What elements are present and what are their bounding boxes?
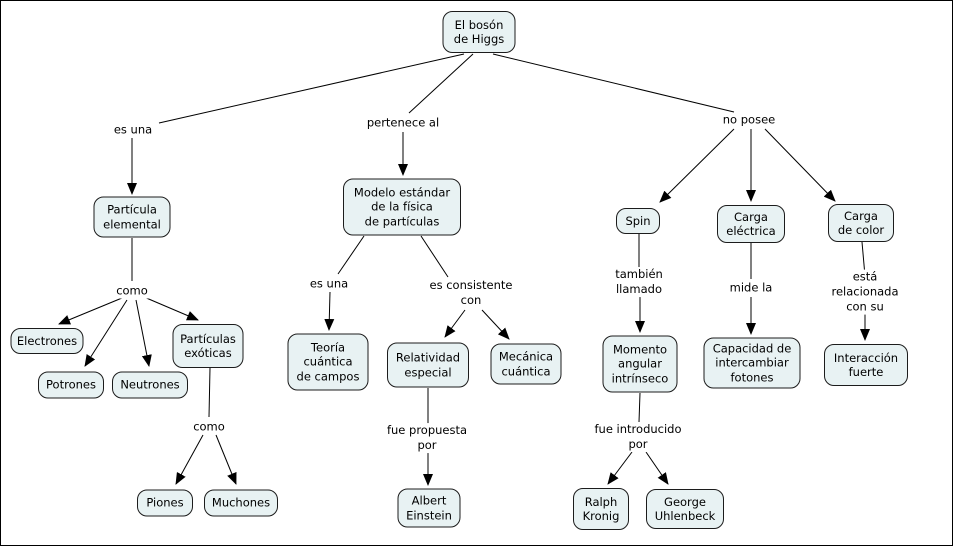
node-electrones[interactable]: Electrones xyxy=(10,328,84,354)
node-relatividad-especial[interactable]: Relatividad especial xyxy=(387,342,469,388)
arrow-introducido-kronig xyxy=(607,451,633,485)
arrow-noposee-cargac xyxy=(764,128,836,202)
node-spin[interactable]: Spin xyxy=(616,208,660,234)
connector-higgs-esuna xyxy=(158,53,465,124)
arrow-esuna-teoria xyxy=(324,291,335,331)
node-teoria-cuantica-de-campos[interactable]: Teoría cuántica de campos xyxy=(287,333,369,391)
connector-higgs-pertenece xyxy=(408,53,474,114)
node-neutrones[interactable]: Neutrones xyxy=(112,371,188,399)
node-muchones[interactable]: Muchones xyxy=(204,489,278,517)
node-piones[interactable]: Piones xyxy=(137,489,193,517)
node-ralph-kronig[interactable]: Ralph Kronig xyxy=(573,488,629,530)
node-momento-angular-intrinseco[interactable]: Momento angular intrínseco xyxy=(602,335,678,393)
linking-phrase-es-consistente-con[interactable]: es consistente con xyxy=(426,278,516,308)
node-interaccion-fuerte[interactable]: Interacción fuerte xyxy=(824,344,908,386)
arrow-introducido-uhlenbeck xyxy=(645,451,669,485)
linking-phrase-tambien-llamado[interactable]: también llamado xyxy=(612,267,666,297)
node-particulas-exoticas[interactable]: Partículas exóticas xyxy=(172,324,244,368)
connector-momento-introducido xyxy=(638,392,641,423)
node-modelo-estandar[interactable]: Modelo estándar de la física de partícul… xyxy=(343,178,461,236)
arrow-como-electrones xyxy=(58,297,123,325)
node-el-boson-de-higgs[interactable]: El bosón de Higgs xyxy=(442,11,516,53)
arrow-consistente-mecanica xyxy=(481,309,510,340)
node-potrones[interactable]: Potrones xyxy=(38,371,104,399)
connector-modelo-esuna xyxy=(337,235,365,275)
linking-phrase-no-posee[interactable]: no posee xyxy=(719,112,779,128)
node-albert-einstein[interactable]: Albert Einstein xyxy=(397,488,461,528)
arrow-como-neutrones xyxy=(135,299,152,367)
node-carga-de-color[interactable]: Carga de color xyxy=(828,204,894,242)
linking-phrase-es-una-2[interactable]: es una xyxy=(306,276,352,292)
arrow-como-muchones xyxy=(215,434,237,485)
arrow-noposee-spin xyxy=(659,128,735,203)
arrow-como-potrones xyxy=(84,299,128,367)
node-george-uhlenbeck[interactable]: George Uhlenbeck xyxy=(646,489,724,529)
node-particula-elemental[interactable]: Partícula elemental xyxy=(93,196,171,238)
linking-phrase-mide-la[interactable]: mide la xyxy=(726,280,776,296)
connector-exoticas-como xyxy=(208,367,211,418)
arrow-como-exoticas xyxy=(143,296,199,321)
arrow-consistente-relatividad xyxy=(444,309,466,338)
linking-phrase-como-2[interactable]: como xyxy=(190,419,228,435)
linking-phrase-es-una-1[interactable]: es una xyxy=(110,122,156,138)
linking-phrase-fue-propuesta-por[interactable]: fue propuesta por xyxy=(383,423,471,453)
connector-modelo-consistente xyxy=(420,235,449,278)
linking-phrase-como-1[interactable]: como xyxy=(113,283,151,299)
linking-phrase-fue-introducido-por[interactable]: fue introducido por xyxy=(591,422,685,452)
linking-phrase-esta-relacionada-con-su[interactable]: está relacionada con su xyxy=(821,269,909,315)
node-capacidad-intercambiar-fotones[interactable]: Capacidad de intercambiar fotones xyxy=(703,337,801,389)
node-carga-electrica[interactable]: Carga eléctrica xyxy=(717,205,785,243)
connector-higgs-noposee xyxy=(492,53,735,113)
arrow-como-piones xyxy=(175,434,204,485)
node-mecanica-cuantica[interactable]: Mecánica cuántica xyxy=(490,343,562,385)
linking-phrase-pertenece-al[interactable]: pertenece al xyxy=(363,115,443,131)
